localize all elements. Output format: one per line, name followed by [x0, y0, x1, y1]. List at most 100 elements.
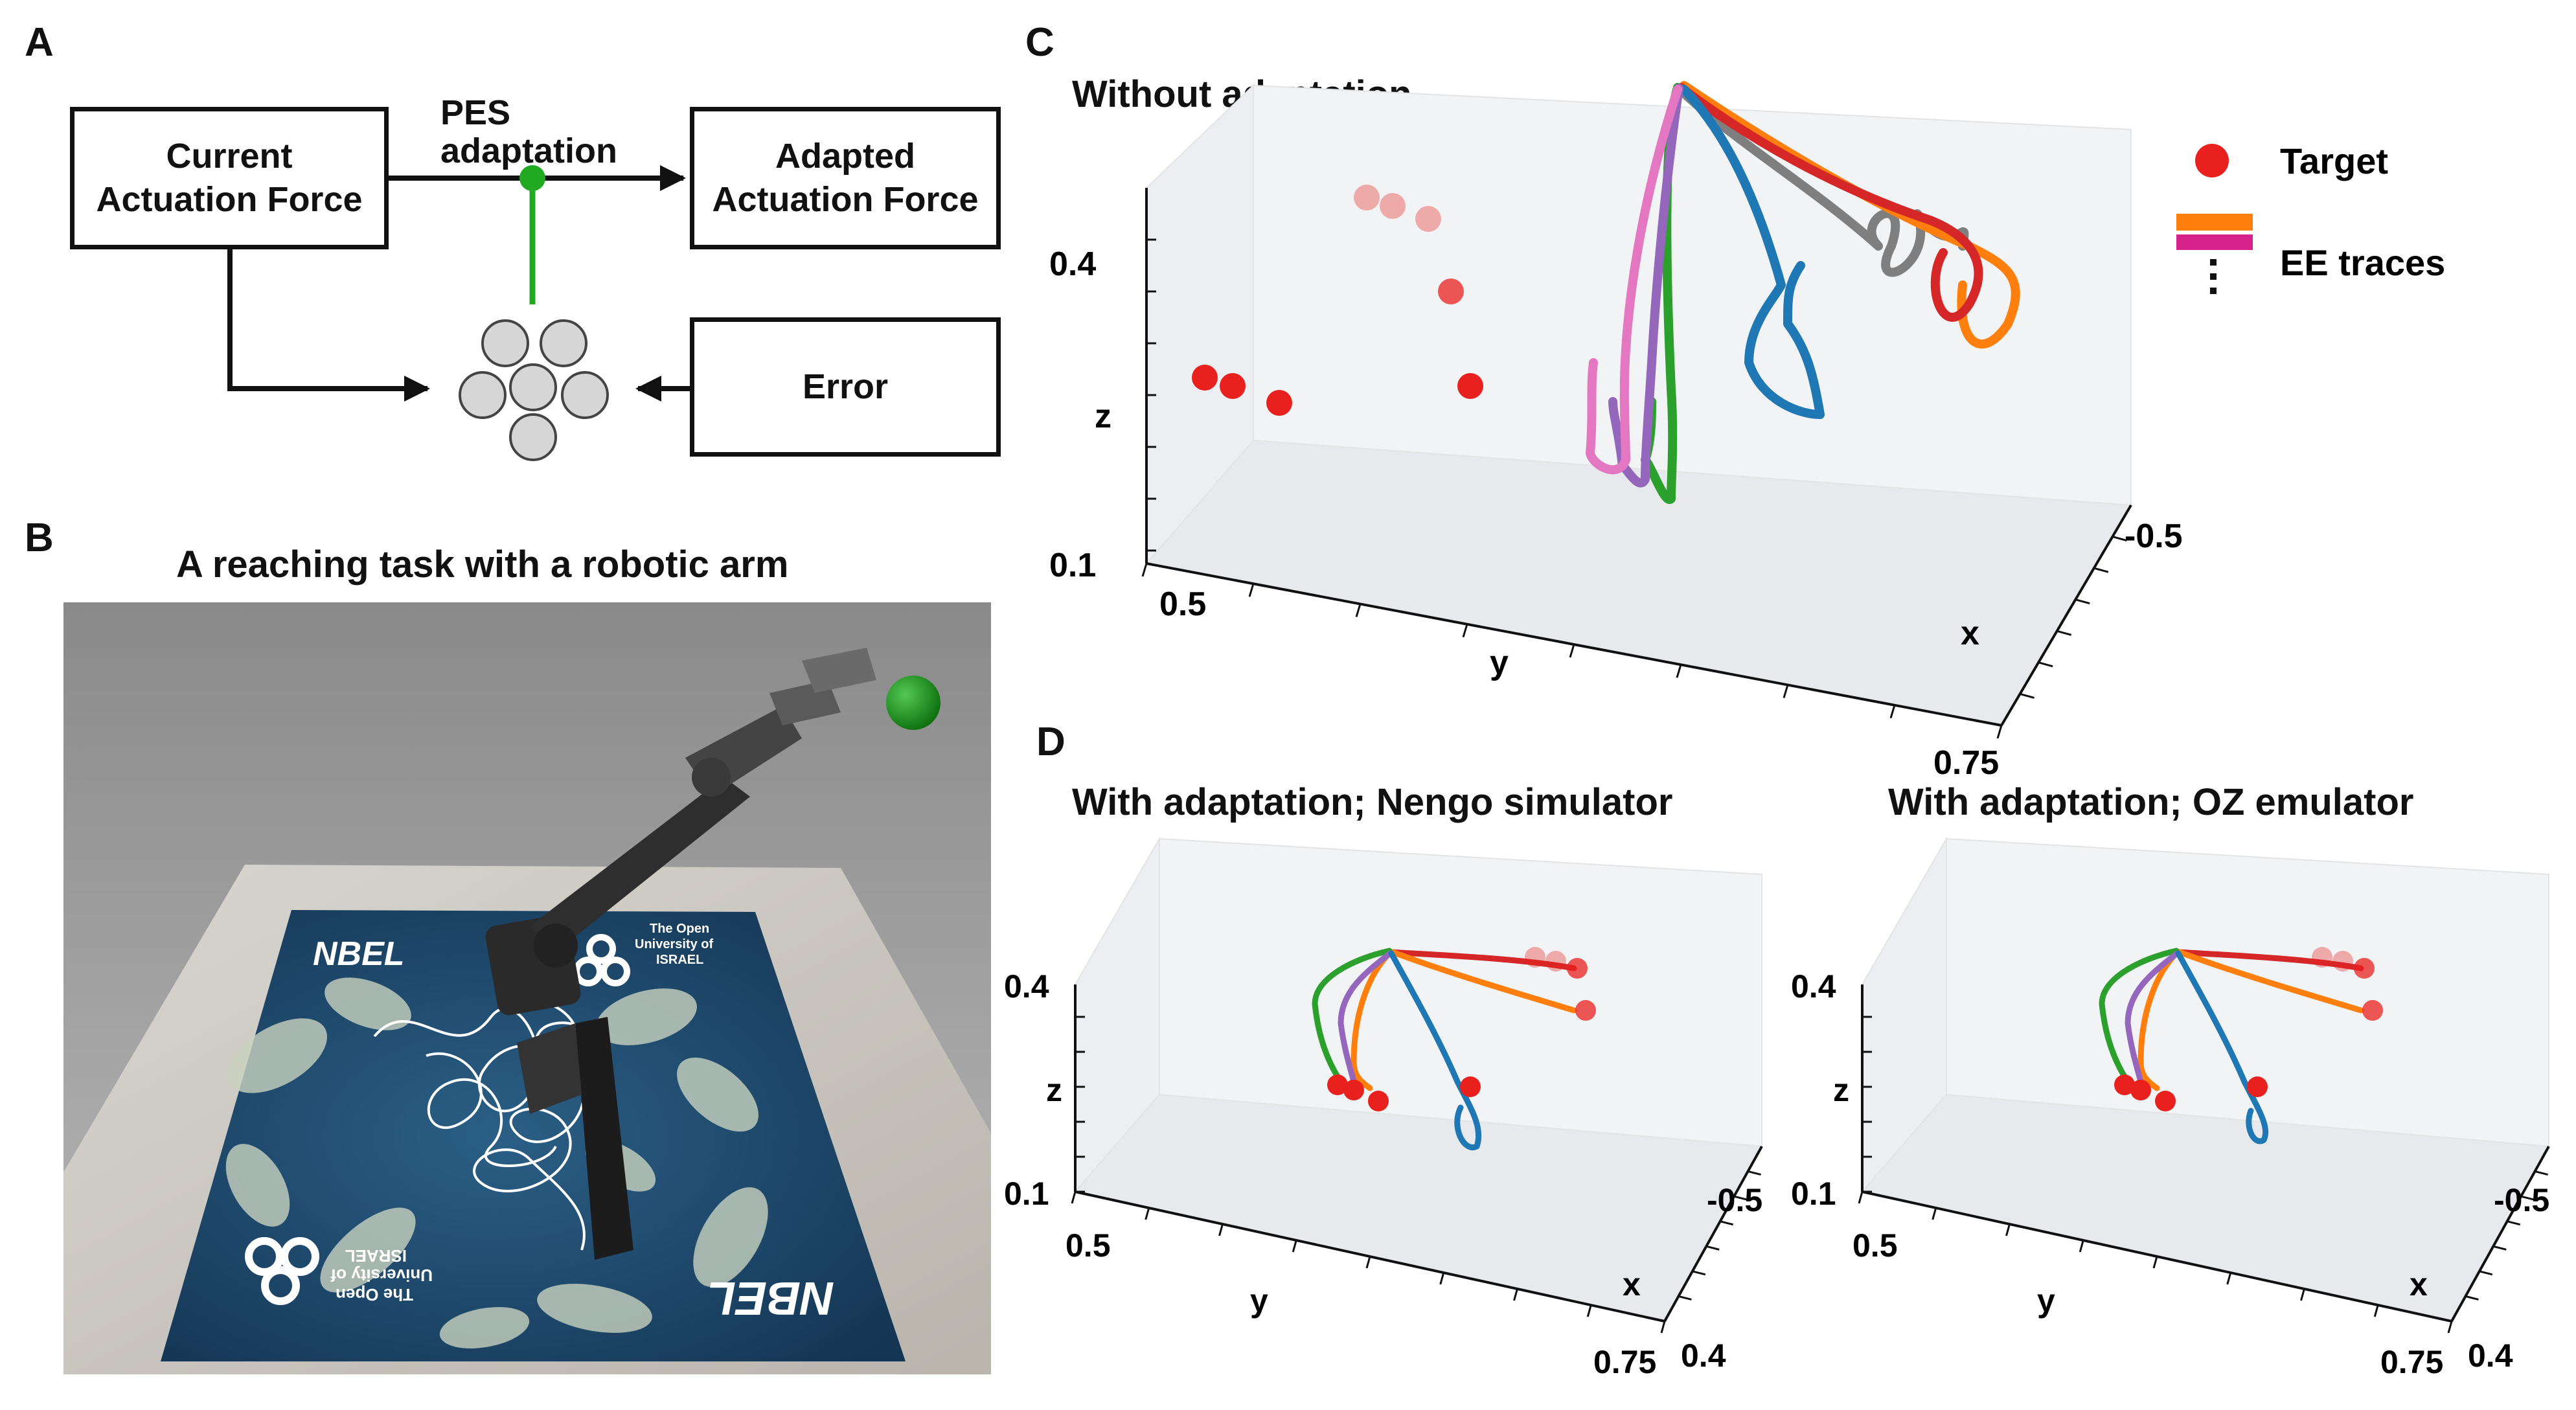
chart-d2-xtick-bottom: 0.4 — [2468, 1337, 2513, 1374]
chart-d1-x-axis — [1663, 1146, 1763, 1322]
chart-d1-trace-green — [1312, 948, 1393, 1085]
chart-d2-ztick-top: 0.4 — [1791, 968, 1836, 1005]
chart-c-tick-15 — [1996, 725, 2003, 739]
chart-d2-x-axis — [2450, 1146, 2550, 1322]
chart-d2-target-point — [2130, 1080, 2151, 1100]
mat-university-bottom: The OpenUniversity ofISRAEL — [330, 1246, 433, 1304]
chart-c-target-point — [1192, 365, 1218, 391]
chart-d2-tick-14 — [2447, 1321, 2453, 1334]
panel-b-title: A reaching task with a robotic arm — [176, 543, 789, 586]
chart-d1-trace-blue — [1388, 950, 1482, 1150]
chart-c-tick-13 — [1783, 685, 1789, 698]
panel-c-letter: C — [1025, 20, 1054, 65]
chart-c-ztick-top: 0.4 — [1049, 245, 1096, 283]
chart-c-tick-14 — [1889, 705, 1896, 719]
chart-c-ztick-bottom: 0.1 — [1049, 547, 1096, 584]
chart-d1-tick-14 — [1660, 1321, 1666, 1334]
chart-d1-target-point — [1327, 1075, 1348, 1095]
chart-d1-tick-20 — [1748, 1170, 1761, 1176]
chart-d1-target-point — [1575, 1000, 1596, 1021]
pes-node — [519, 165, 545, 191]
chart-c-target-point — [1354, 185, 1380, 210]
chart-d2-tick-16 — [2479, 1270, 2493, 1276]
chart-c-target-point — [1266, 390, 1292, 416]
chart-d2-tick-9 — [2079, 1240, 2084, 1253]
legend-trace-dots — [2210, 259, 2217, 294]
chart-d2-tick-10 — [2152, 1256, 2158, 1269]
chart-d1-trace-red — [1387, 949, 1577, 972]
chart-d1-tick-19 — [1733, 1195, 1748, 1201]
chart-d1-tick-6 — [1071, 1191, 1077, 1204]
panel-d-letter: D — [1036, 720, 1066, 764]
chart-d1-tick-7 — [1145, 1207, 1150, 1220]
chart-c-target-point — [1438, 279, 1464, 304]
target-ball — [886, 676, 940, 730]
panel-a-letter: A — [25, 20, 54, 65]
chart-d1-target-point — [1525, 947, 1545, 968]
chart-d1-target-point — [1567, 958, 1588, 979]
chart-c-target-point — [1457, 373, 1483, 399]
chart-d1-xlabel: x — [1623, 1266, 1641, 1302]
chart-c-target-point — [1380, 193, 1406, 219]
chart-d2-tick-7 — [1932, 1207, 1937, 1220]
chart-d2: 0.4 0.1 z 0.5 0.75 y -0.5 0.4 x — [1791, 836, 2550, 1380]
chart-c: 0.4 0.1 z 0.5 0.75 y -0.5 x — [1049, 81, 2183, 782]
chart-d1-target-point — [1368, 1091, 1389, 1111]
chart-d2-target-point — [2155, 1091, 2176, 1111]
chart-d2-tick-20 — [2535, 1170, 2548, 1176]
chart-d1-tick-8 — [1218, 1223, 1224, 1236]
chart-d2-target-point — [2247, 1076, 2268, 1097]
chart-d2-target-point — [2332, 951, 2353, 972]
chart-d1-ylabel: y — [1250, 1282, 1268, 1319]
chart-c-trace-red — [1676, 83, 1983, 322]
chart-d1-tick-10 — [1365, 1256, 1371, 1269]
chart-c-tick-18 — [2057, 630, 2072, 636]
mat-pattern — [225, 977, 768, 1348]
chart-c-tick-20 — [2093, 567, 2109, 573]
chart-d1-tick-13 — [1586, 1304, 1592, 1317]
chart-d1-target-point — [1460, 1076, 1481, 1097]
arrow-current-to-ensemble — [227, 246, 430, 402]
chart-d2-ytick-first: 0.5 — [1852, 1227, 1898, 1264]
chart-d1: 0.4 0.1 z 0.5 0.75 y -0.5 0.4 x — [1004, 836, 1763, 1380]
chart-d2-ztick-bottom: 0.1 — [1791, 1176, 1836, 1212]
chart-c-xlabel: x — [1961, 615, 1979, 652]
chart-c-tick-12 — [1676, 664, 1682, 678]
chart-d2-target-point — [2362, 1000, 2383, 1021]
chart-d1-ytick-first: 0.5 — [1066, 1227, 1111, 1264]
chart-c-ytick-first: 0.5 — [1159, 586, 1206, 623]
chart-d1-xtick-top: -0.5 — [1707, 1182, 1762, 1218]
chart-d2-trace-orange — [2137, 949, 2364, 1091]
chart-d1-xtick-bottom: 0.4 — [1681, 1337, 1726, 1374]
chart-d1-target-point — [1545, 951, 1566, 972]
mat-logo-bottom: NBEL — [707, 1272, 834, 1324]
chart-c-back-pane — [1253, 84, 2132, 506]
chart-c-tick-16 — [2020, 692, 2035, 699]
chart-d2-tick-12 — [2300, 1288, 2305, 1301]
legend: Target EE traces — [2176, 141, 2445, 294]
pes-adaptation-label: PES adaptation — [440, 93, 618, 171]
chart-d1-tick-18 — [1720, 1220, 1734, 1226]
chart-c-tick-8 — [1248, 583, 1255, 597]
chart-d1-tick-16 — [1692, 1270, 1706, 1276]
chart-d2-tick-13 — [2373, 1304, 2379, 1317]
chart-d1-trace-orange — [1351, 949, 1577, 1091]
chart-d2-tick-15 — [2465, 1295, 2479, 1301]
chart-d1-tick-12 — [1513, 1288, 1518, 1301]
chart-c-tick-10 — [1462, 624, 1468, 638]
chart-c-trace-pink — [1586, 85, 1682, 475]
chart-d1-ztick-top: 0.4 — [1004, 968, 1049, 1005]
chart-d1-target-point — [1343, 1080, 1364, 1100]
chart-d1-trace-purple — [1338, 950, 1393, 1085]
current-actuation-box: Current Actuation Force — [70, 107, 389, 249]
chart-d2-trace-red — [2174, 949, 2364, 972]
chart-d1-ytick-last: 0.75 — [1593, 1344, 1656, 1380]
chart-c-xtick: -0.5 — [2125, 517, 2183, 555]
chart-d2-tick-6 — [1858, 1191, 1864, 1204]
chart-d2-trace-blue — [2175, 950, 2269, 1144]
chart-d2-tick-18 — [2507, 1220, 2521, 1226]
chart-c-tick-21 — [2112, 536, 2127, 542]
chart-c-tick-17 — [2038, 661, 2053, 668]
chart-c-ytick-last: 0.75 — [1933, 744, 1999, 782]
